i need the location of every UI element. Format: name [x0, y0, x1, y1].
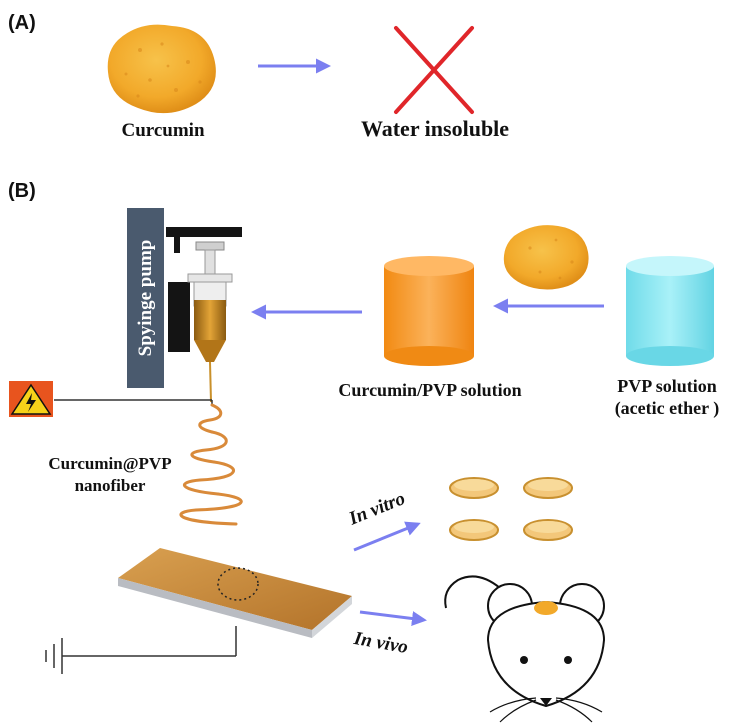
acetic-ether-label: (acetic ether ) [614, 398, 720, 418]
high-voltage-warning-icon [9, 381, 53, 417]
panel-b-tag: (B) [8, 180, 36, 202]
petri-dish-icon [449, 519, 499, 541]
cross-icon [394, 26, 474, 114]
nanofiber-label-line2: nanofiber [74, 476, 146, 495]
curcumin-pvp-cylinder [384, 256, 474, 366]
syringe-pump [127, 208, 242, 403]
curcumin-label: Curcumin [121, 120, 205, 141]
curcumin-pvp-solution-label: Curcumin/PVP solution [338, 380, 522, 400]
petri-dish-icon [523, 519, 573, 541]
arrow-in-vivo [359, 610, 427, 626]
syringe-pump-label: Spyinge pump [135, 239, 156, 357]
petri-dish-icon [449, 477, 499, 499]
collector-mat [118, 548, 352, 638]
mouse-icon [444, 575, 606, 723]
pvp-solution-cylinder [626, 256, 714, 366]
curcumin-powder-icon [503, 225, 589, 290]
curcumin-powder-icon [107, 24, 216, 114]
panel-a-tag: (A) [8, 12, 36, 34]
arrow-in-vitro [353, 521, 421, 552]
nanofiber-label-line1: Curcumin@PVP [48, 454, 172, 473]
pvp-solution-label: PVP solution [617, 376, 717, 396]
petri-dish-icon [523, 477, 573, 499]
petri-dishes [449, 477, 573, 541]
nanofiber-spiral [179, 403, 243, 526]
ground-icon [45, 626, 237, 674]
water-insoluble-label: Water insoluble [360, 116, 510, 141]
